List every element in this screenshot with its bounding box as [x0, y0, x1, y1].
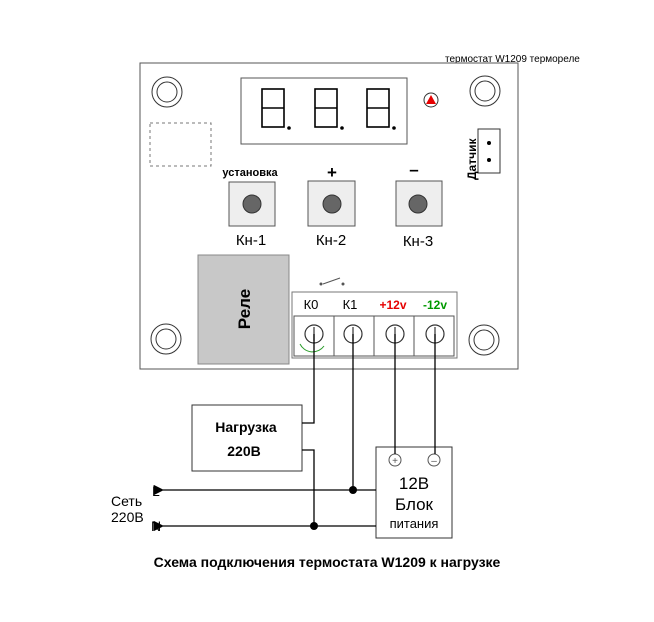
- relay-switch-symbol: [319, 277, 345, 286]
- terminal-k1-label: К1: [343, 297, 358, 312]
- component-placeholder: [149, 122, 212, 167]
- terminal-block: [291, 291, 458, 359]
- terminal-k0-label: К0: [304, 297, 319, 312]
- sensor-connector: [477, 128, 501, 174]
- power-supply-minus-terminal: –: [427, 453, 441, 467]
- button-kn1-bottom-label: Кн-1: [236, 232, 266, 249]
- header-caption: термостат W1209 термореле: [445, 54, 580, 65]
- power-supply-minus-sign: –: [431, 456, 437, 467]
- junction-phase: [349, 486, 357, 494]
- load-label-line1: Нагрузка: [215, 419, 277, 435]
- mains-neutral-label: N: [151, 518, 161, 534]
- diagram-title: Схема подключения термостата W1209 к наг…: [154, 554, 501, 570]
- button-kn3[interactable]: – Кн-3: [395, 160, 443, 250]
- junction-neutral: [310, 522, 318, 530]
- mains-phase-label: L: [152, 483, 160, 499]
- wire-load-to-neutral: [302, 449, 315, 526]
- load-box: [191, 404, 303, 472]
- power-supply-voltage: 12В: [399, 474, 429, 493]
- button-kn1[interactable]: установка Кн-1: [222, 167, 278, 249]
- button-kn1-top-label: установка: [222, 167, 278, 179]
- relay: [197, 254, 290, 365]
- terminal-minus12-label: -12v: [423, 298, 447, 312]
- button-kn2-top-label: +: [327, 163, 337, 182]
- mounting-hole-top-left: [151, 76, 183, 108]
- display-digit-1: [261, 88, 291, 130]
- relay-label: Реле: [235, 289, 254, 329]
- wiring: [153, 334, 436, 532]
- indicator-led: [423, 92, 439, 108]
- button-kn3-bottom-label: Кн-3: [403, 233, 433, 250]
- button-kn3-top-label: –: [409, 160, 418, 179]
- button-kn2-bottom-label: Кн-2: [316, 232, 346, 249]
- sensor-label: Датчик: [465, 138, 479, 180]
- mains-label-line2: 220В: [111, 509, 144, 525]
- seven-segment-display: [240, 77, 408, 145]
- terminal-plus12-label: +12v: [379, 298, 406, 312]
- button-kn2[interactable]: + Кн-2: [307, 163, 356, 249]
- mounting-hole-top-right: [469, 75, 501, 107]
- display-digit-3: [366, 88, 396, 130]
- mounting-hole-bottom-right: [468, 324, 500, 356]
- display-digit-2: [314, 88, 344, 130]
- power-supply-plus-sign: +: [392, 456, 398, 467]
- wire-k0-to-load: [302, 334, 315, 424]
- load-label-line2: 220В: [227, 443, 260, 459]
- mounting-hole-bottom-left: [150, 323, 182, 355]
- power-supply-label-line2: Блок: [395, 495, 434, 514]
- mains-label-line1: Сеть: [111, 493, 142, 509]
- power-supply-label-line3: питания: [390, 516, 439, 531]
